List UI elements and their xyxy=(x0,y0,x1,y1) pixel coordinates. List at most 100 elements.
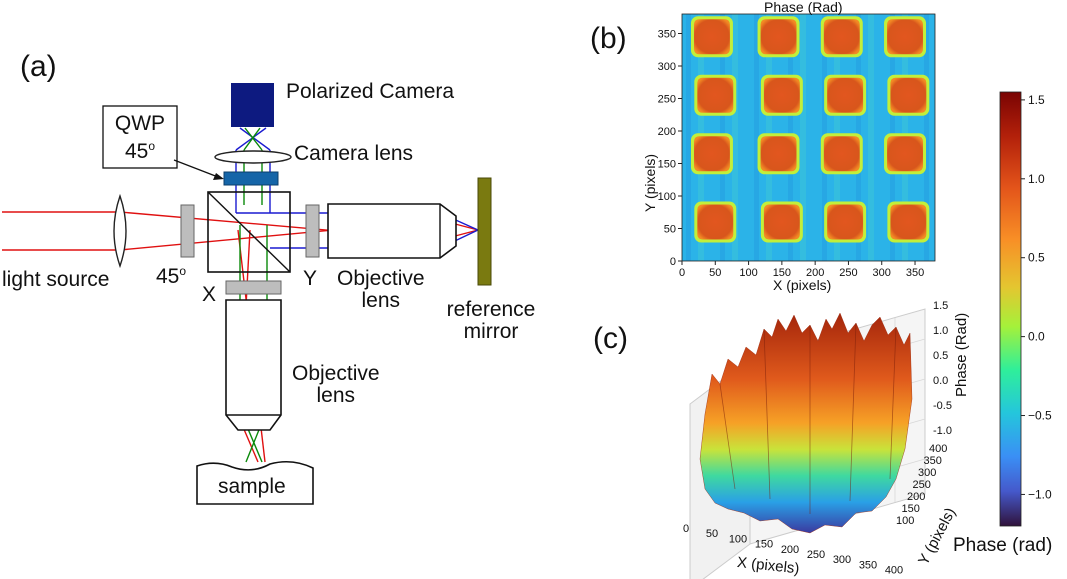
heatmap-square xyxy=(693,19,730,55)
surface-x-tick-label: 200 xyxy=(781,544,799,556)
heatmap-square xyxy=(890,204,927,240)
heatmap-square xyxy=(887,19,924,55)
heatmap-square xyxy=(697,77,734,113)
phase-colorbar: 1.51.00.50.0−0.5−1.0 xyxy=(999,91,1052,527)
heatmap-ylabel: Y (pixels) xyxy=(642,153,658,212)
polarized-camera xyxy=(231,83,274,127)
surface-body xyxy=(699,312,913,534)
surface-z-tick-label: -0.5 xyxy=(933,400,952,412)
heatmap-square xyxy=(760,19,797,55)
objective-right xyxy=(327,203,457,259)
surface-x-tick-label: 100 xyxy=(729,533,747,545)
heatmap-y-tick-label: 300 xyxy=(658,61,676,73)
reference-mirror xyxy=(477,177,492,286)
colorbar-label: Phase (rad) xyxy=(953,535,1053,556)
heatmap-square xyxy=(760,136,797,172)
input-lens xyxy=(113,193,127,269)
surface-x-tick-label: 250 xyxy=(807,549,825,561)
heatmap-x-tick-label: 300 xyxy=(873,267,891,279)
surface-ridges xyxy=(719,322,897,514)
colorbar-ticks: 1.51.00.50.0−0.5−1.0 xyxy=(1021,93,1052,501)
reference-mirror-label: reference mirror xyxy=(446,298,536,343)
camera-lens-label: Camera lens xyxy=(294,142,414,165)
heatmap-x-tick-label: 200 xyxy=(806,267,824,279)
objective-bottom xyxy=(225,299,282,431)
camera-lens xyxy=(214,150,292,164)
panel-label-b: (b) xyxy=(590,22,627,55)
heatmap-square xyxy=(827,77,864,113)
heatmap-x-tick-label: 50 xyxy=(709,267,721,279)
x-label: X xyxy=(202,283,217,306)
polarizer-45-label: 45o xyxy=(156,264,187,288)
surface-x-tick-label: 300 xyxy=(833,554,851,566)
colorbar-tick-label: 1.5 xyxy=(1028,93,1045,107)
heatmap-y-tick-label: 150 xyxy=(658,159,676,171)
heatmap-x-tick-label: 250 xyxy=(839,267,857,279)
heatmap-square xyxy=(823,19,860,55)
heatmap-y-tick-label: 350 xyxy=(658,29,676,41)
heatmap-x-tick-label: 0 xyxy=(679,267,685,279)
heatmap-square xyxy=(887,136,924,172)
surface-x-tick-label: 400 xyxy=(885,565,903,577)
y-label: Y xyxy=(303,267,318,290)
surface-y-tick-label: 250 xyxy=(913,479,931,491)
surface-z-tick-label: -1.0 xyxy=(933,425,952,437)
surface-x-tick-label: 150 xyxy=(755,539,773,551)
heatmap-square xyxy=(763,204,800,240)
polarizer-plate xyxy=(180,204,195,258)
sample-label: sample xyxy=(218,475,286,498)
light-source-label: light source xyxy=(2,268,110,291)
surface-y-tick-label: 350 xyxy=(924,455,942,467)
x-plate xyxy=(225,280,282,295)
objective-right-label: Objective lens xyxy=(337,267,425,312)
beam-splitter-diagonal xyxy=(207,191,291,273)
colorbar-tick-label: 0.5 xyxy=(1028,251,1045,265)
colorbar-tick-label: 1.0 xyxy=(1028,172,1045,186)
surface-z-tick-label: 1.0 xyxy=(933,325,948,337)
surface-y-tick-label: 150 xyxy=(902,503,920,515)
surface-zlabel: Phase (Rad) xyxy=(953,312,970,397)
heatmap-square xyxy=(693,136,730,172)
heatmap-xlabel: X (pixels) xyxy=(773,277,832,293)
colorbar-tick-label: 0.0 xyxy=(1028,330,1045,344)
colorbar-gradient xyxy=(999,91,1022,527)
qwp-plate xyxy=(223,171,279,186)
qwp-label: QWP 45o xyxy=(114,112,166,163)
heatmap-x-tick-label: 100 xyxy=(739,267,757,279)
surface-y-tick-label: 400 xyxy=(929,443,947,455)
beam-splitter-cube xyxy=(207,191,291,273)
sample-block xyxy=(196,460,314,505)
surface-z-tick-label: 1.5 xyxy=(933,300,948,312)
heatmap-y-tick-label: 100 xyxy=(658,191,676,203)
surface-x-tick-label: 0 xyxy=(683,523,689,535)
heatmap-x-tick-label: 350 xyxy=(906,267,924,279)
surface-z-tick-label: 0.5 xyxy=(933,350,948,362)
surface-z-tick-label: 0.0 xyxy=(933,375,948,387)
heatmap-square xyxy=(890,77,927,113)
optical-setup-diagram xyxy=(2,83,492,505)
surface-y-tick-label: 200 xyxy=(907,491,925,503)
heatmap-squares xyxy=(690,16,930,243)
heatmap-y-tick-label: 250 xyxy=(658,94,676,106)
heatmap-y-tick-label: 0 xyxy=(670,256,676,268)
surface-x-ticks: 0 50 100 150 200 250 300 350 400 xyxy=(683,523,903,577)
heatmap-square xyxy=(763,77,800,113)
heatmap-y-tick-label: 50 xyxy=(664,224,676,236)
heatmap-title: Phase (Rad) xyxy=(764,0,843,15)
colorbar-tick-label: −0.5 xyxy=(1028,409,1052,423)
objective-bottom-label: Objective lens xyxy=(292,362,380,407)
qwp-label-box xyxy=(102,105,178,169)
surface-y-tick-label: 100 xyxy=(896,515,914,527)
panel-label-a: (a) xyxy=(20,50,57,83)
y-plate xyxy=(305,204,320,258)
heatmap-square xyxy=(823,136,860,172)
panel-label-c: (c) xyxy=(593,322,628,355)
polarized-camera-label: Polarized Camera xyxy=(286,80,455,103)
surface-x-tick-label: 50 xyxy=(706,528,718,540)
surface-x-tick-label: 350 xyxy=(859,559,877,571)
